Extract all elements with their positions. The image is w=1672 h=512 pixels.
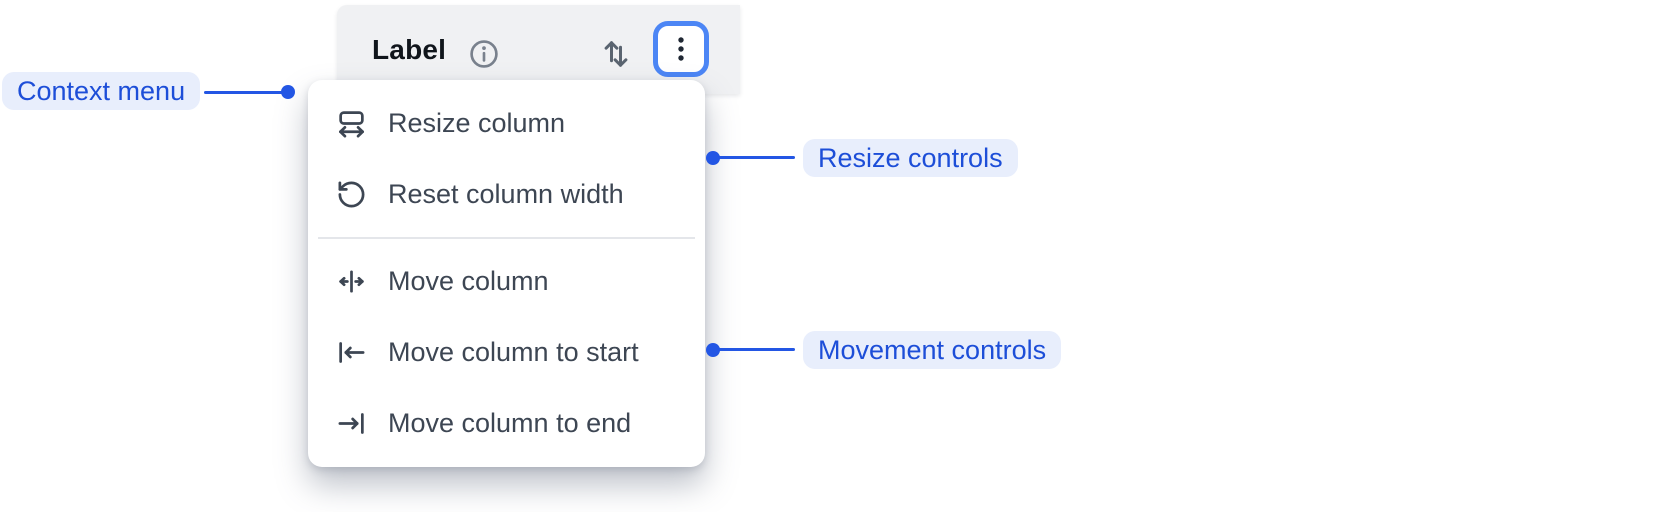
annotation-movement-controls-dot [706, 343, 720, 357]
kebab-menu-icon [666, 34, 696, 64]
menu-item-move-column-to-start[interactable]: Move column to start [308, 317, 705, 388]
info-icon [468, 38, 500, 70]
context-menu: Resize column Reset column width [308, 80, 705, 467]
annotation-movement-controls: Movement controls [803, 331, 1062, 369]
menu-item-label: Move column to end [388, 408, 632, 438]
move-column-icon [336, 266, 367, 297]
menu-item-label: Reset column width [388, 179, 624, 209]
annotation-resize-controls: Resize controls [803, 139, 1018, 177]
menu-divider [318, 237, 695, 239]
info-button[interactable] [467, 37, 501, 71]
column-header: Label [337, 5, 740, 94]
annotation-context-menu-line [204, 91, 284, 94]
move-column-to-end-icon [336, 408, 367, 439]
sort-arrows-icon [598, 36, 634, 72]
column-header-title: Label [372, 33, 447, 65]
menu-item-label: Resize column [388, 108, 566, 138]
annotation-resize-controls-line [713, 156, 795, 159]
menu-item-label: Move column [388, 266, 549, 296]
menu-item-reset-column-width[interactable]: Reset column width [308, 159, 705, 230]
menu-item-move-column-to-end[interactable]: Move column to end [308, 388, 705, 459]
sort-button[interactable] [597, 35, 635, 73]
annotation-context-menu-dot [281, 85, 295, 99]
reset-column-width-icon [336, 179, 367, 210]
resize-column-icon [336, 108, 367, 139]
move-column-to-start-icon [336, 337, 367, 368]
annotation-resize-controls-dot [706, 151, 720, 165]
annotation-movement-controls-line [713, 348, 795, 351]
menu-item-move-column[interactable]: Move column [308, 246, 705, 317]
column-menu-button[interactable] [653, 21, 709, 77]
menu-item-label: Move column to start [388, 337, 639, 367]
annotation-context-menu: Context menu [2, 72, 201, 110]
menu-item-resize-column[interactable]: Resize column [308, 88, 705, 159]
